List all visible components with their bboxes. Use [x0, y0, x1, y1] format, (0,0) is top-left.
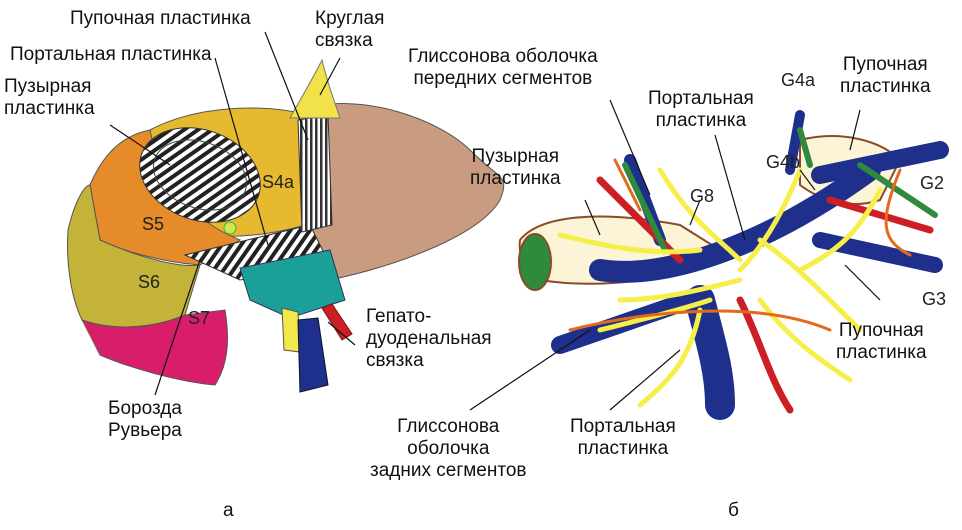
segment-label-s5: S5	[142, 214, 164, 235]
label-line: Гепато-	[366, 306, 492, 328]
umbilical-plate	[298, 115, 332, 232]
label-cystic-plate-b: Пузырная пластинка	[470, 146, 561, 190]
label-line: Пупочная	[836, 320, 927, 342]
pedicle-drawing	[519, 115, 940, 410]
label-line: Глиссонова оболочка	[408, 46, 598, 68]
portal-trunk-b	[700, 300, 720, 405]
portal-vein-trunk	[298, 318, 328, 392]
segment-label-s4a: S4a	[262, 172, 294, 193]
label-rouviere-sulcus: Борозда Рувьера	[108, 398, 182, 442]
label-g8: G8	[690, 186, 714, 207]
label-line: пластинка	[836, 342, 927, 364]
label-line: пластинка	[570, 438, 676, 460]
segment-label-s6: S6	[138, 272, 160, 293]
label-line: пластинка	[4, 98, 95, 120]
label-line: Круглая	[315, 8, 384, 30]
round-ligament	[290, 60, 340, 118]
caption-a: а	[223, 500, 234, 522]
label-umbilical-plate-b-top: Пупочная пластинка	[840, 54, 931, 98]
label-line: Рувьера	[108, 420, 182, 442]
label-line: передних сегментов	[408, 68, 598, 90]
label-line: связка	[315, 30, 384, 52]
label-line: Портальная	[570, 416, 676, 438]
label-line: оболочка	[370, 438, 527, 460]
label-line: связка	[366, 350, 492, 372]
label-line: Портальная	[648, 88, 754, 110]
label-hepatoduodenal-ligament: Гепато- дуоденальная связка	[366, 306, 492, 372]
bile-duct	[282, 308, 300, 352]
label-g4a: G4a	[781, 70, 815, 91]
cystic-duct-mark	[224, 222, 236, 234]
label-line: Пузырная	[470, 146, 561, 168]
label-line: дуоденальная	[366, 328, 492, 350]
label-umbilical-plate-b-bottom: Пупочная пластинка	[836, 320, 927, 364]
label-line: пластинка	[840, 76, 931, 98]
label-g2: G2	[920, 173, 944, 194]
label-line: пластинка	[648, 110, 754, 132]
label-g3: G3	[922, 289, 946, 310]
label-line: задних сегментов	[370, 460, 527, 482]
label-line: Борозда	[108, 398, 182, 420]
label-line: пластинка	[470, 168, 561, 190]
caption-b: б	[728, 500, 739, 522]
label-round-ligament: Круглая связка	[315, 8, 384, 52]
hepatic-artery	[322, 304, 352, 340]
label-line: Глиссонова	[370, 416, 527, 438]
label-portal-plate-b-top: Портальная пластинка	[648, 88, 754, 132]
label-portal-plate-a: Портальная пластинка	[10, 44, 212, 66]
label-glisson-anterior: Глиссонова оболочка передних сегментов	[408, 46, 598, 90]
label-line: Пупочная	[840, 54, 931, 76]
gallbladder-b	[519, 234, 551, 290]
label-portal-plate-b-bottom: Портальная пластинка	[570, 416, 676, 460]
label-line: Пузырная	[4, 76, 95, 98]
label-glisson-posterior: Глиссонова оболочка задних сегментов	[370, 416, 527, 482]
segment-label-s7: S7	[188, 308, 210, 329]
label-g4b: G4b	[766, 152, 800, 173]
label-cystic-plate-a: Пузырная пластинка	[4, 76, 95, 120]
label-umbilical-plate-a: Пупочная пластинка	[70, 8, 251, 30]
